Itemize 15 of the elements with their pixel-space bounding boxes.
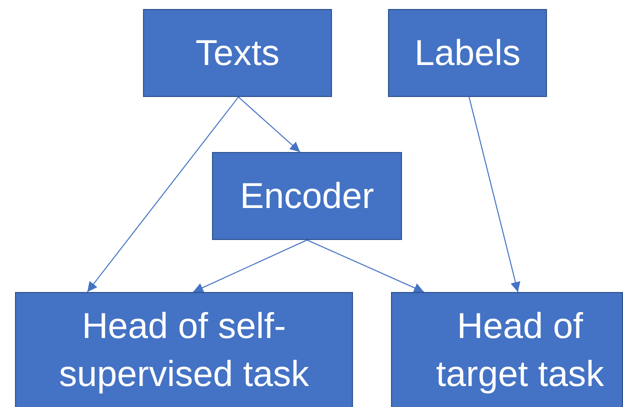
node-label: Labels: [414, 31, 521, 75]
node-label: Head of target task: [434, 304, 606, 396]
node-label: Encoder: [240, 174, 374, 218]
process-box: [391, 292, 623, 407]
process-box: [143, 9, 332, 97]
arrow: [468, 96, 520, 292]
node-label: Texts: [195, 31, 280, 75]
arrow: [192, 240, 308, 292]
arrow: [238, 96, 300, 152]
arrow: [86, 96, 239, 292]
process-box: [15, 292, 353, 407]
process-box: [212, 152, 402, 240]
node-label: Head of self-supervised task: [58, 304, 310, 396]
process-box: [388, 9, 547, 97]
arrow: [306, 240, 424, 292]
